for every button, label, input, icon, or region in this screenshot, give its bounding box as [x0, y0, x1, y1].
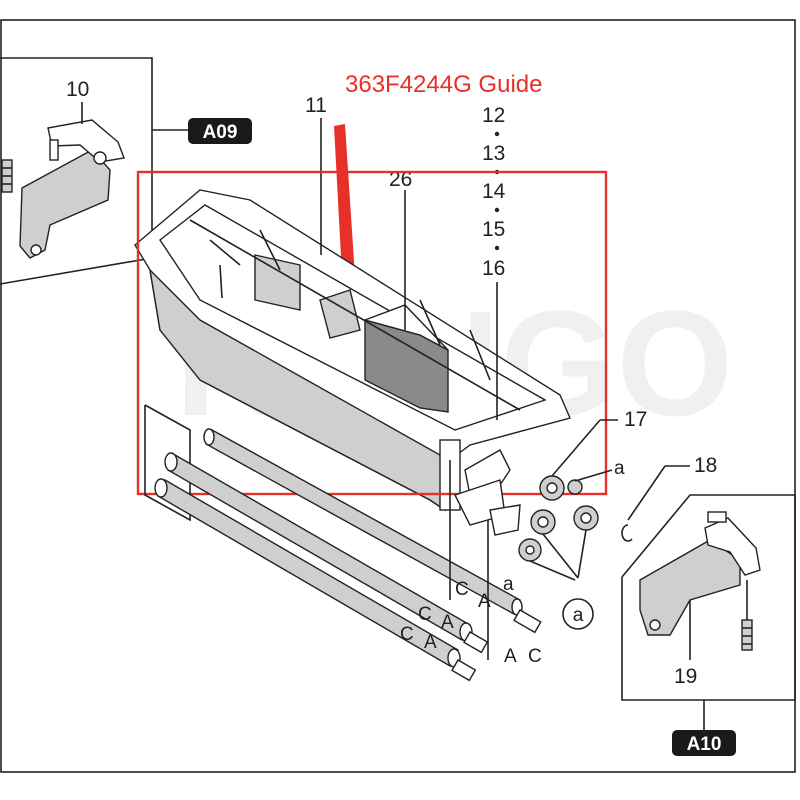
part-18-ring: 18 [621, 454, 717, 542]
left-subassembly: 10 [0, 57, 188, 285]
callout-11: 11 [305, 94, 327, 117]
circled-a-label: a [573, 605, 584, 626]
highlight-box [136, 170, 608, 496]
guide-housing [134, 189, 571, 512]
ref-badge-a10: A10 [672, 730, 736, 756]
callout-10: 10 [66, 78, 89, 101]
letter-a-2: A [441, 612, 454, 633]
callout-19: 19 [674, 665, 697, 688]
gear-cluster [454, 419, 618, 581]
right-subassembly: 19 [621, 494, 796, 730]
ref-a09-label: A09 [203, 122, 238, 143]
callout-16: 16 [482, 257, 505, 280]
callout-13: 13 [482, 142, 505, 165]
ref-a10-label: A10 [687, 734, 722, 755]
letter-a-4: A [504, 646, 517, 667]
diagram-frame [0, 19, 796, 773]
letter-a-1: A [478, 591, 491, 612]
callout-17: 17 [624, 408, 647, 431]
letter-a-6: a [614, 458, 625, 479]
part-caption: 363F4244G Guide [345, 71, 542, 98]
highlight-arrow [334, 124, 356, 294]
callout-26: 26 [389, 168, 412, 191]
letter-c-1: C [455, 579, 469, 600]
roller-assembly [144, 404, 542, 682]
callout-12: 12 [482, 104, 505, 127]
letter-c-4: C [528, 646, 542, 667]
letter-c-3: C [400, 624, 414, 645]
letter-a-5: a [503, 574, 514, 595]
roller-letters: C A C A C A A C a [400, 574, 542, 667]
letter-c-2: C [418, 604, 432, 625]
callout-stack-12-16: 12 13 14 15 16 [482, 104, 506, 420]
callout-14: 14 [482, 180, 506, 203]
callout-18: 18 [694, 454, 717, 477]
ref-badge-a09: A09 [188, 118, 252, 144]
callout-15: 15 [482, 218, 505, 241]
circled-a-marker: a [562, 598, 594, 630]
letter-a-3: A [424, 632, 437, 653]
